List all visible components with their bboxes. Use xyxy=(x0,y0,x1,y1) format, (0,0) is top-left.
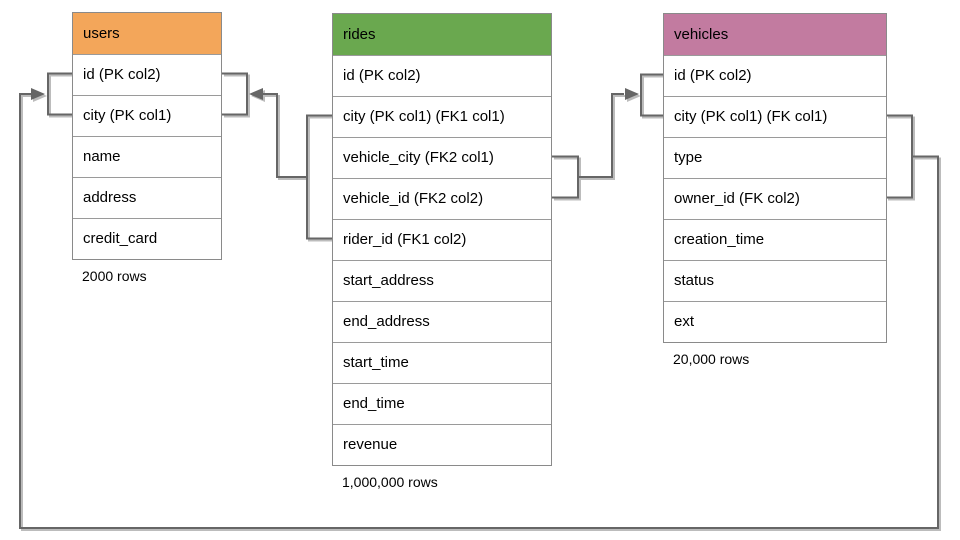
column-row: vehicle_id (FK2 col2) xyxy=(333,178,551,219)
fk1-rides-to-users-connector xyxy=(222,72,332,240)
row-count-vehicles: 20,000 rows xyxy=(673,351,750,367)
row-count-users: 2000 rows xyxy=(82,268,147,284)
column-row: address xyxy=(73,177,221,218)
column-row: ext xyxy=(664,301,886,342)
column-row: status xyxy=(664,260,886,301)
column-row: vehicle_city (FK2 col1) xyxy=(333,137,551,178)
column-row: start_address xyxy=(333,260,551,301)
table-columns-vehicles: id (PK col2)city (PK col1) (FK col1)type… xyxy=(664,55,886,342)
column-row: city (PK col1) (FK1 col1) xyxy=(333,96,551,137)
fk2-arrowhead-icon xyxy=(625,88,639,100)
row-count-rides: 1,000,000 rows xyxy=(342,474,438,490)
column-row: rider_id (FK1 col2) xyxy=(333,219,551,260)
fk-arrowhead-icon xyxy=(31,88,45,100)
column-row: id (PK col2) xyxy=(664,55,886,96)
fk2-rides-to-vehicles-connector xyxy=(552,73,663,199)
table-header-rides: rides xyxy=(333,14,551,55)
column-row: creation_time xyxy=(664,219,886,260)
column-row: owner_id (FK col2) xyxy=(664,178,886,219)
column-row: id (PK col2) xyxy=(73,54,221,95)
column-row: end_address xyxy=(333,301,551,342)
column-row: start_time xyxy=(333,342,551,383)
column-row: revenue xyxy=(333,424,551,465)
column-row: name xyxy=(73,136,221,177)
column-row: credit_card xyxy=(73,218,221,259)
column-row: city (PK col1) xyxy=(73,95,221,136)
table-columns-rides: id (PK col2)city (PK col1) (FK1 col1)veh… xyxy=(333,55,551,465)
table-rides: rides id (PK col2)city (PK col1) (FK1 co… xyxy=(332,13,552,490)
fk-vehicles-to-users-connector xyxy=(19,72,939,529)
table-header-vehicles: vehicles xyxy=(664,14,886,55)
table-header-users: users xyxy=(73,13,221,54)
column-row: end_time xyxy=(333,383,551,424)
column-row: id (PK col2) xyxy=(333,55,551,96)
fk1-arrowhead-icon xyxy=(249,88,263,100)
column-row: type xyxy=(664,137,886,178)
table-vehicles: vehicles id (PK col2)city (PK col1) (FK … xyxy=(663,13,887,367)
column-row: city (PK col1) (FK col1) xyxy=(664,96,886,137)
